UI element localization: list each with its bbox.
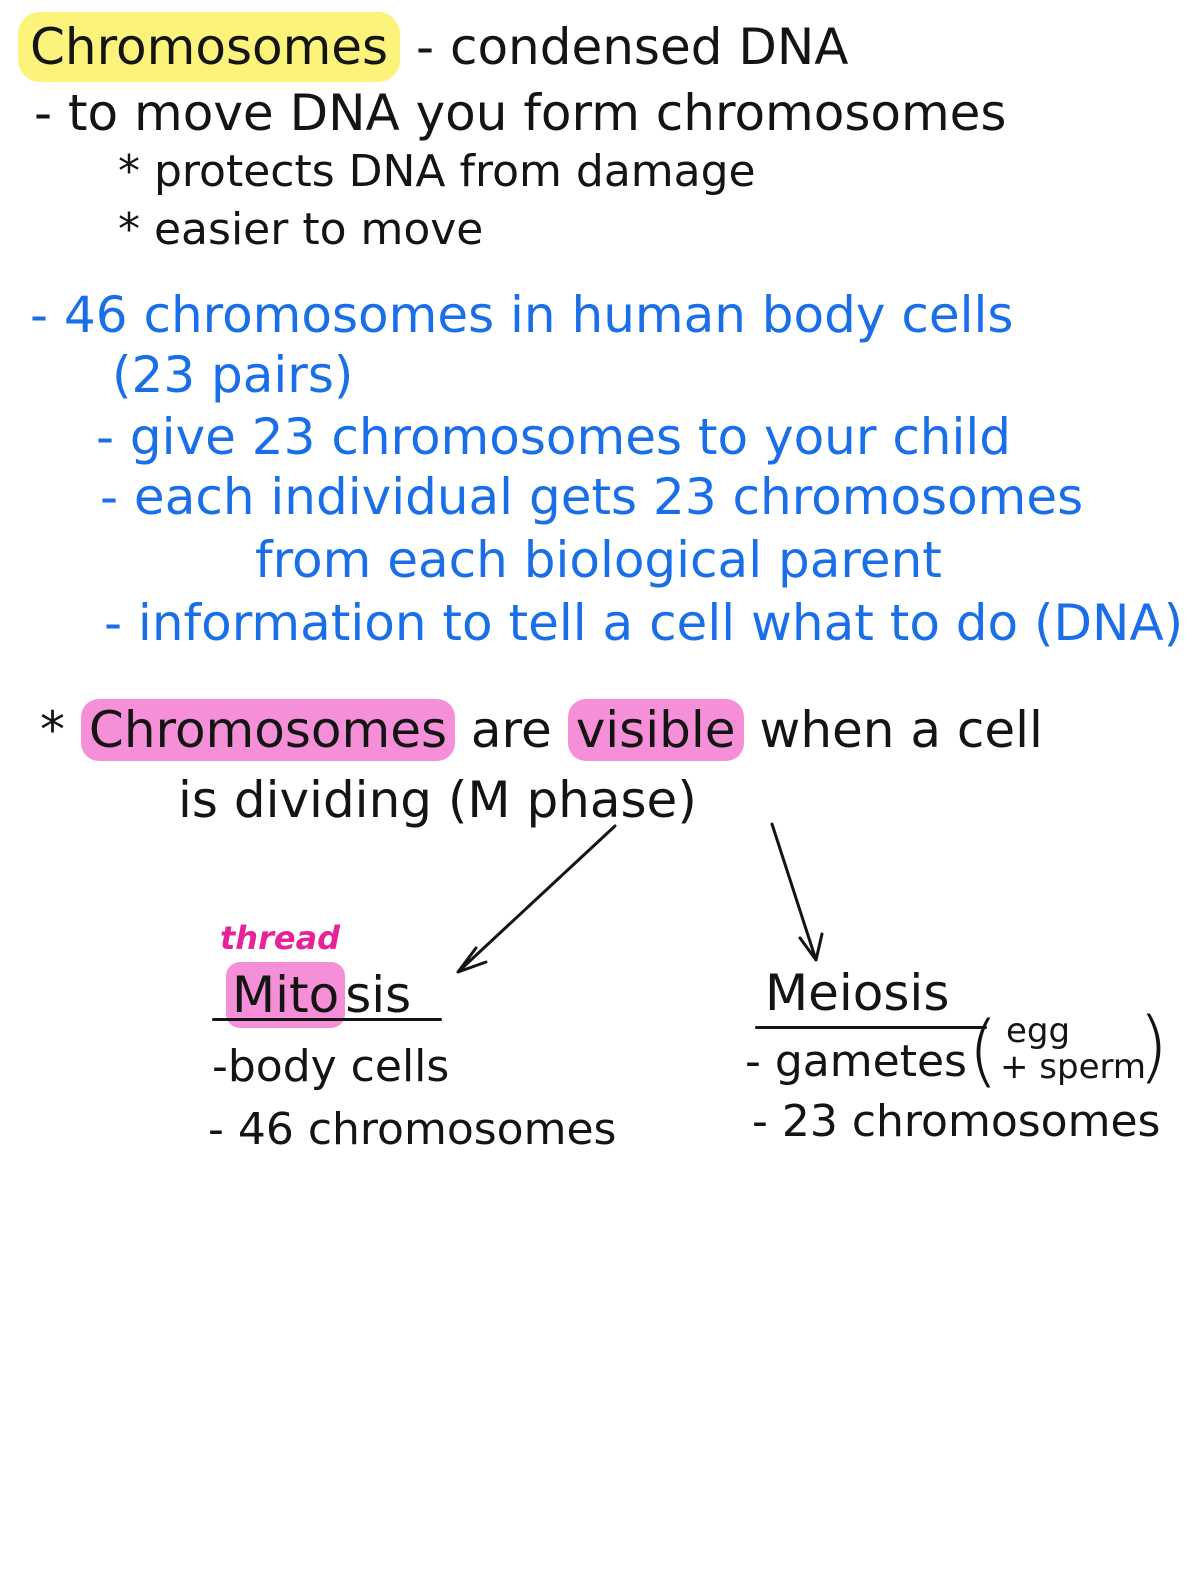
- heading-line: Chromosomes - condensed DNA: [18, 12, 848, 82]
- meiosis-item-23: - 23 chromosomes: [752, 1096, 1161, 1147]
- note-line-dividing: is dividing (M phase): [178, 771, 697, 829]
- heading-definition: - condensed DNA: [416, 18, 849, 76]
- note-line-protects: * protects DNA from damage: [118, 146, 756, 197]
- mitosis-underline: [212, 1018, 442, 1021]
- highlighted-visible: visible: [567, 699, 744, 761]
- note-line-easier: * easier to move: [118, 204, 484, 255]
- note-line-give-23: - give 23 chromosomes to your child: [96, 408, 1012, 466]
- word-are: are: [470, 701, 552, 759]
- mitosis-title-highlight: Mito: [226, 962, 346, 1028]
- mitosis-title-rest: sis: [345, 966, 412, 1024]
- thread-annotation: thread: [220, 919, 341, 957]
- mitosis-item-46: - 46 chromosomes: [208, 1104, 617, 1155]
- meiosis-title: Meiosis: [765, 964, 950, 1022]
- highlighted-chromosomes: Chromosomes: [80, 699, 456, 761]
- note-line-move-dna: - to move DNA you form chromosomes: [34, 84, 1007, 142]
- arrow-to-meiosis: [770, 822, 824, 962]
- gametes-sperm: + sperm: [1000, 1047, 1147, 1087]
- meiosis-underline: [755, 1026, 987, 1029]
- note-line-46-chromosomes: - 46 chromosomes in human body cells: [30, 286, 1014, 344]
- note-line-23-pairs: (23 pairs): [112, 346, 354, 404]
- heading-term: Chromosomes: [18, 12, 401, 82]
- mitosis-item-body-cells: -body cells: [212, 1041, 450, 1092]
- note-line-each-individual: - each individual gets 23 chromosomes: [100, 468, 1084, 526]
- gametes-paren-close: ): [1138, 1002, 1169, 1092]
- meiosis-item-gametes: - gametes: [745, 1036, 967, 1087]
- word-when-a-cell: when a cell: [759, 701, 1043, 759]
- arrow-to-mitosis: [456, 824, 617, 974]
- note-line-visible: * Chromosomes are visible when a cell: [40, 699, 1043, 761]
- note-line-from-each-parent: from each biological parent: [255, 531, 942, 589]
- star-bullet: *: [40, 701, 65, 759]
- note-line-information: - information to tell a cell what to do …: [104, 594, 1184, 652]
- gametes-egg: egg: [1006, 1011, 1071, 1051]
- gametes-paren-open: (: [968, 1006, 999, 1096]
